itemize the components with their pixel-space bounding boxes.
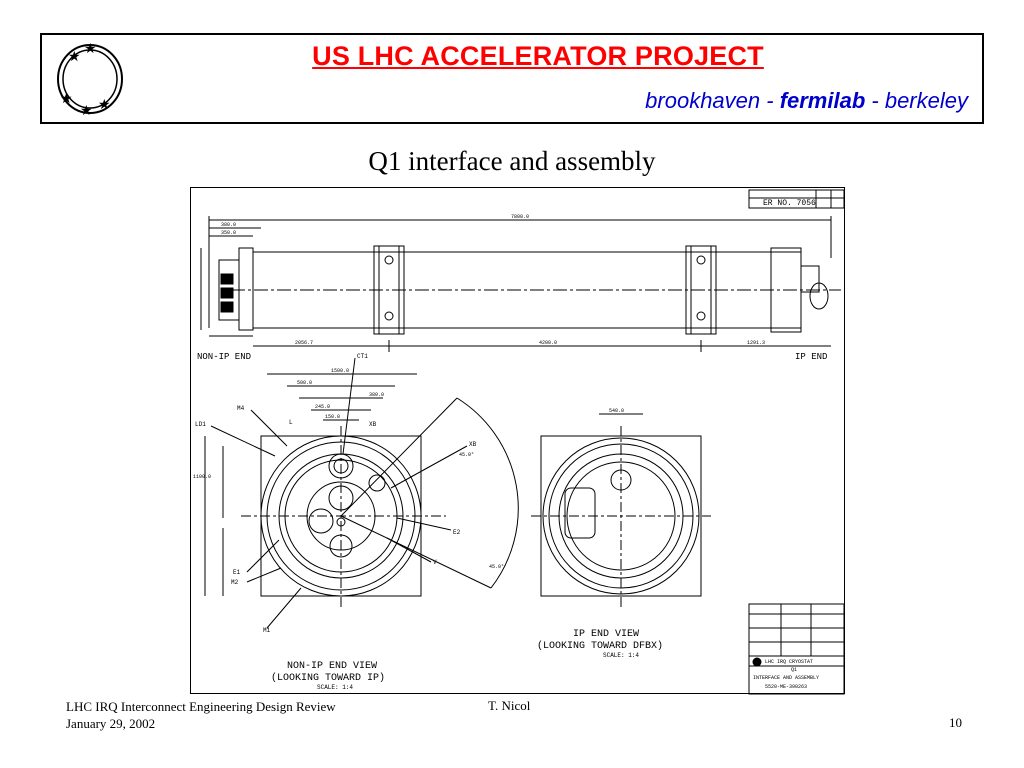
lab-subtitle: brookhaven - fermilab - berkeley xyxy=(645,88,968,114)
er-number-label: ER NO. 7056 xyxy=(763,199,816,208)
callout-e1: E1 xyxy=(233,569,241,576)
title-block-number: 5520-ME-390263 xyxy=(765,684,807,690)
label-non-ip-scale: SCALE: 1:4 xyxy=(317,684,353,691)
dim-overall-length: 7800.0 xyxy=(511,214,529,220)
drawing-svg: ER NO. 7056 7800.0 380.0 350.0 2056.7 42… xyxy=(193,189,845,695)
dim-1100: 1100.0 xyxy=(193,474,211,480)
footer-left: LHC IRQ Interconnect Engineering Design … xyxy=(66,698,336,732)
svg-text:★: ★ xyxy=(60,91,73,107)
header-box: ★ ★ ★ ★ ★ US LHC ACCELERATOR PROJECT bro… xyxy=(40,33,984,124)
page-number: 10 xyxy=(949,715,962,730)
label-non-ip-end: NON-IP END xyxy=(197,352,251,362)
callout-m1: M1 xyxy=(263,627,271,634)
label-ip-end: IP END xyxy=(795,352,827,362)
callout-v: V xyxy=(433,559,437,566)
angle-bottom: 45.0° xyxy=(489,564,504,570)
star-ring-logo-icon: ★ ★ ★ ★ ★ xyxy=(50,39,130,119)
footer-date: January 29, 2002 xyxy=(66,716,156,731)
dim-380: 380.0 xyxy=(221,222,236,228)
label-ip-view: IP END VIEW xyxy=(573,629,639,640)
subtitle-part-berkeley: - berkeley xyxy=(865,88,968,113)
svg-text:★: ★ xyxy=(68,49,81,65)
angle-top: 45.0° xyxy=(459,452,474,458)
label-non-ip-view-looking: (LOOKING TOWARD IP) xyxy=(271,672,385,684)
callout-xb: XB xyxy=(369,421,377,428)
dim-380b: 380.0 xyxy=(369,392,384,398)
dim-350: 350.0 xyxy=(221,230,236,236)
svg-text:★: ★ xyxy=(98,97,111,113)
slide-title: Q1 interface and assembly xyxy=(368,146,656,176)
dim-150: 150.0 xyxy=(325,414,340,420)
callout-m2: M2 xyxy=(231,579,239,586)
label-ip-scale: SCALE: 1:4 xyxy=(603,652,639,659)
callout-xb2: XB xyxy=(469,441,477,448)
subtitle-part-fermilab: fermilab xyxy=(779,88,866,113)
dim-540: 540.0 xyxy=(609,408,624,414)
callout-ct1: CT1 xyxy=(357,353,368,360)
callout-ld1: LD1 xyxy=(195,421,206,428)
dim-500: 500.0 xyxy=(297,380,312,386)
dim-245: 245.0 xyxy=(315,404,330,410)
footer-author: T. Nicol xyxy=(488,698,531,713)
callout-e2: E2 xyxy=(453,529,461,536)
project-title: US LHC ACCELERATOR PROJECT xyxy=(312,41,764,71)
footer-review-name: LHC IRQ Interconnect Engineering Design … xyxy=(66,699,336,714)
title-block-name: INTERFACE AND ASSEMBLY xyxy=(753,675,819,681)
label-ip-view-looking: (LOOKING TOWARD DFBX) xyxy=(537,640,663,652)
svg-text:★: ★ xyxy=(84,41,97,57)
dim-4200: 4200.0 xyxy=(539,340,557,346)
svg-text:★: ★ xyxy=(80,103,93,119)
callout-l: L xyxy=(289,419,293,426)
title-block-q1: Q1 xyxy=(791,667,797,673)
dim-1291: 1291.3 xyxy=(747,340,765,346)
label-non-ip-view: NON-IP END VIEW xyxy=(287,661,377,672)
dim-1500: 1500.0 xyxy=(331,368,349,374)
subtitle-part-brookhaven: brookhaven - xyxy=(645,88,780,113)
engineering-drawing: ER NO. 7056 7800.0 380.0 350.0 2056.7 42… xyxy=(190,187,845,695)
title-block-project: LHC IRQ CRYOSTAT xyxy=(765,659,813,665)
dim-2056: 2056.7 xyxy=(295,340,313,346)
callout-m4: M4 xyxy=(237,405,245,412)
